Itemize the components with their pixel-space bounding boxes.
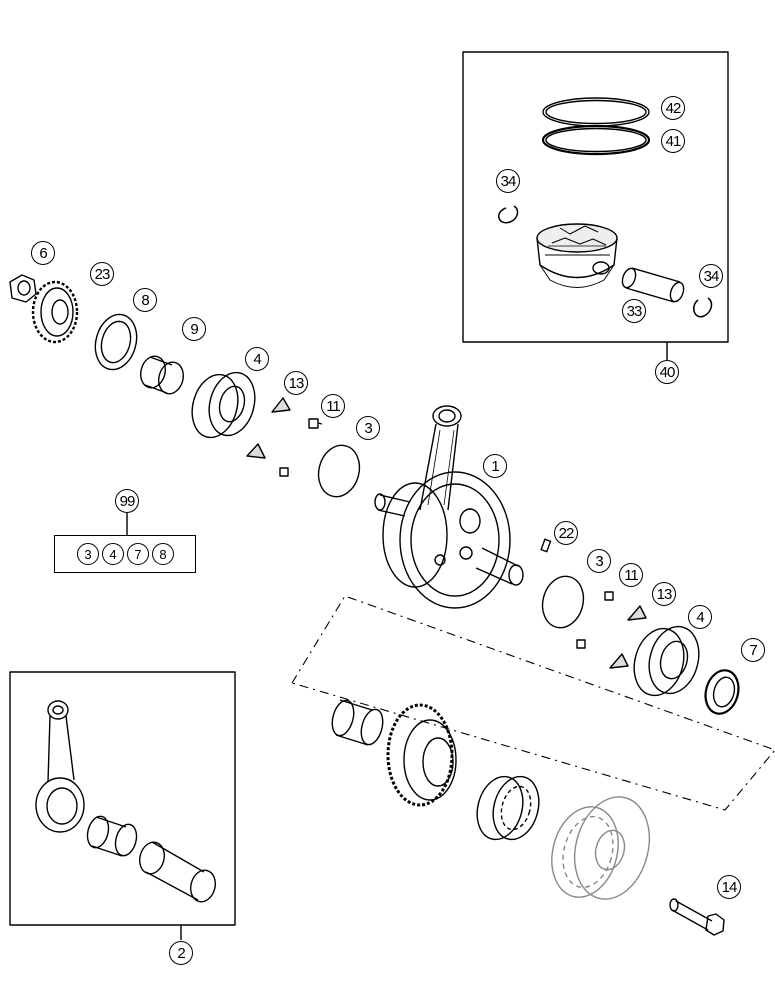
woodruff-key bbox=[540, 538, 552, 553]
conrod-kit-connecting-rod bbox=[35, 700, 85, 833]
callout-23: 23 bbox=[90, 262, 114, 286]
screw-right-upper bbox=[604, 591, 614, 601]
screw-left-lower bbox=[279, 467, 289, 477]
kit-99-item-7: 7 bbox=[126, 543, 149, 565]
conrod-kit-bearing bbox=[86, 815, 138, 857]
callout-11-left: 11 bbox=[321, 394, 345, 418]
kit-99-item-3: 3 bbox=[76, 543, 99, 565]
bearing-retainer-left-lower bbox=[246, 443, 266, 459]
callout-8: 8 bbox=[133, 288, 157, 312]
bushing-spacer bbox=[139, 355, 185, 395]
spacer-washer bbox=[94, 313, 138, 371]
callout-34-upper: 34 bbox=[496, 169, 520, 193]
piston-pin bbox=[621, 267, 685, 303]
callout-41: 41 bbox=[661, 129, 685, 153]
crankshaft-nut bbox=[9, 274, 37, 303]
bearing-retainer-right-lower bbox=[609, 653, 629, 669]
bearing-retainer-right-upper bbox=[627, 605, 647, 621]
piston-ring-42 bbox=[542, 97, 650, 127]
starter-gear bbox=[386, 703, 457, 807]
callout-13-left: 13 bbox=[284, 371, 308, 395]
kit-99-contents: 3 4 7 8 bbox=[54, 535, 196, 573]
conrod-kit-crank-pin bbox=[138, 841, 217, 903]
conrod-kit-frame bbox=[9, 671, 236, 926]
shaft-seal-ring bbox=[704, 669, 740, 715]
callout-3-left: 3 bbox=[356, 416, 380, 440]
callout-2: 2 bbox=[169, 941, 193, 965]
callout-4-right: 4 bbox=[688, 605, 712, 629]
kit-99-item-8: 8 bbox=[151, 543, 174, 565]
main-bearing-left bbox=[191, 371, 256, 439]
callout-34-right: 34 bbox=[699, 264, 723, 288]
callout-33: 33 bbox=[622, 299, 646, 323]
crankshaft-assembly bbox=[374, 405, 524, 609]
screw-right-lower bbox=[576, 639, 586, 649]
needle-bearing bbox=[331, 699, 384, 746]
callout-7: 7 bbox=[741, 638, 765, 662]
callout-1: 1 bbox=[483, 454, 507, 478]
callout-99: 99 bbox=[115, 489, 139, 513]
piston-pin-circlip-left bbox=[498, 205, 519, 224]
freewheel bbox=[476, 775, 540, 841]
callout-3-right: 3 bbox=[587, 549, 611, 573]
shim-ring-right bbox=[541, 575, 585, 629]
bearing-retainer-left-upper bbox=[271, 397, 291, 413]
piston-pin-circlip-right bbox=[693, 297, 713, 318]
shim-ring-left bbox=[317, 444, 361, 498]
callout-9: 9 bbox=[182, 317, 206, 341]
callout-13-right: 13 bbox=[652, 582, 676, 606]
kit-99-item-4: 4 bbox=[101, 543, 124, 565]
main-bearing-right bbox=[633, 625, 700, 697]
callout-4-left: 4 bbox=[245, 347, 269, 371]
piston-ring-41 bbox=[541, 124, 651, 156]
callout-42: 42 bbox=[661, 96, 685, 120]
callout-14: 14 bbox=[717, 875, 741, 899]
callout-6: 6 bbox=[31, 241, 55, 265]
starter-drive-dashed-frame bbox=[291, 595, 775, 811]
piston bbox=[536, 223, 618, 288]
rotor-bolt bbox=[669, 898, 725, 936]
primary-gear bbox=[31, 280, 79, 344]
screw-left-upper bbox=[308, 418, 323, 429]
callout-11-right: 11 bbox=[619, 563, 643, 587]
piston-kit-frame bbox=[462, 51, 729, 343]
callout-22: 22 bbox=[554, 521, 578, 545]
rotor bbox=[551, 796, 650, 900]
callout-40: 40 bbox=[655, 360, 679, 384]
